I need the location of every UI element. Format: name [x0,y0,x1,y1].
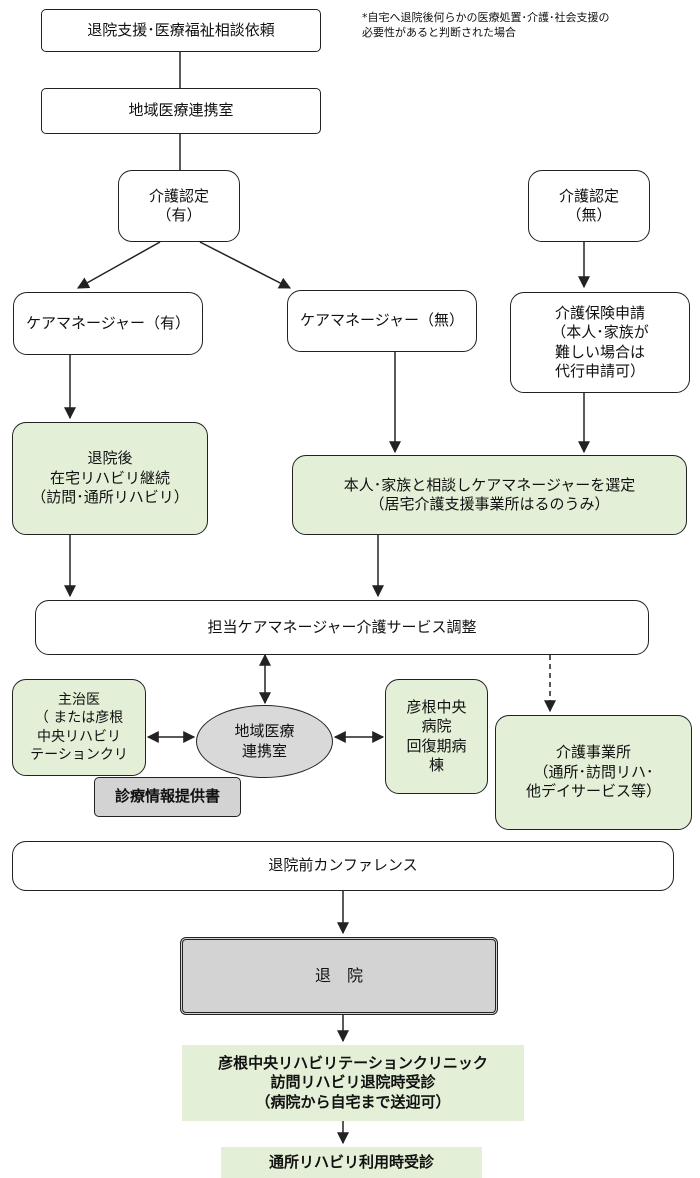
care-office-box: 介護事業所 （通所･訪問リハ･ 他デイサービス等） [495,715,692,830]
medical-info-document-box: 診療情報提供書 [94,777,241,817]
care-certification-no-box: 介護認定 （無） [528,170,650,242]
daycare-visit-box: 通所リハビリ利用時受診 [221,1147,482,1178]
care-certification-yes-box: 介護認定 （有） [118,170,240,242]
discharge-box: 退 院 [180,937,498,1015]
care-manager-no-box: ケアマネージャー（無） [287,290,477,352]
recovery-ward-box: 彦根中央 病院 回復期病 棟 [385,679,488,794]
care-insurance-application-box: 介護保険申請 （本人･家族が 難しい場合は 代行申請可） [510,292,690,393]
arrow-cert-to-cm-yes [76,241,161,289]
care-service-adjustment-box: 担当ケアマネージャー介護サービス調整 [35,600,649,655]
consult-request-box: 退院支援･医療福祉相談依頼 [41,9,321,52]
care-manager-yes-box: ケアマネージャー（有） [13,292,203,355]
regional-medical-office-box: 地域医療連携室 [41,88,321,134]
home-rehab-continue-box: 退院後 在宅リハビリ継続 （訪問･通所リハビリ） [12,422,208,535]
clinic-visit-box: 彦根中央リハビリテーションクリニック 訪問リハビリ退院時受診 （病院から自宅まで… [182,1045,524,1121]
select-care-manager-box: 本人･家族と相談しケアマネージャーを選定 （居宅介護支援事業所はるのうみ） [292,455,687,535]
criteria-note: *自宅へ退院後何らかの医療処置･介護･社会支援の 必要性があると判断された場合 [362,11,610,39]
pre-discharge-conference-box: 退院前カンファレンス [12,841,674,891]
attending-physician-box: 主治医 （ または彦根 中央リハビリ テーションクリ [12,679,146,776]
arrow-cert-to-cm-no [199,241,292,289]
regional-medical-office-ellipse: 地域医療 連携室 [196,705,333,778]
